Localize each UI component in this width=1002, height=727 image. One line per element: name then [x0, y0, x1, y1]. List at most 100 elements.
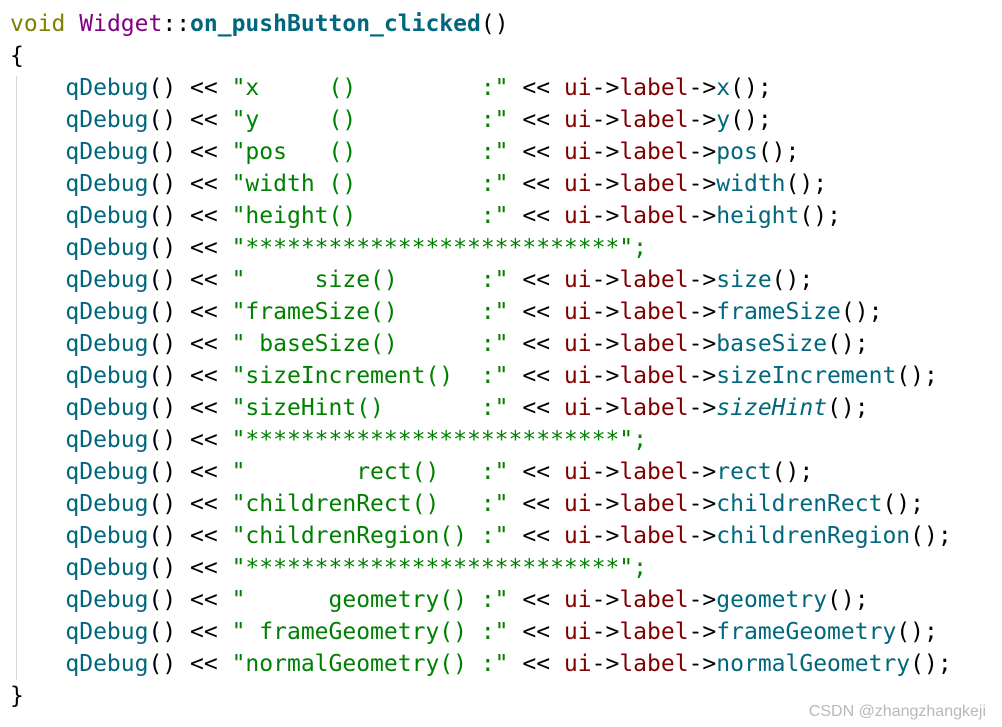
label-member: label	[619, 619, 689, 645]
label-member: label	[619, 523, 689, 549]
arrow-operator: ->	[591, 491, 620, 517]
stream-operator: <<	[508, 619, 564, 645]
label-member: label	[619, 363, 689, 389]
code-statement-line[interactable]: qDebug() << "***************************…	[10, 232, 647, 264]
punctuation: ::	[162, 11, 191, 37]
string-literal: " geometry() :"	[231, 587, 509, 613]
code-statement-line[interactable]: qDebug() << "childrenRegion() :" << ui->…	[10, 520, 951, 552]
method-name: height	[716, 203, 800, 229]
call-suffix: ();	[827, 587, 869, 613]
stream-operator: <<	[176, 363, 232, 389]
ui-member: ui	[563, 267, 592, 293]
label-member: label	[619, 267, 689, 293]
arrow-operator: ->	[688, 331, 717, 357]
code-statement-line[interactable]: qDebug() << "x () :" << ui->label->x();	[10, 72, 772, 104]
arrow-operator: ->	[591, 523, 620, 549]
method-name: baseSize	[716, 331, 828, 357]
code-statement-line[interactable]: qDebug() << " baseSize() :" << ui->label…	[10, 328, 868, 360]
method-name: pos	[716, 139, 758, 165]
code-statement-line[interactable]: qDebug() << "frameSize() :" << ui->label…	[10, 296, 882, 328]
indent-space	[10, 267, 65, 293]
indent-space	[10, 459, 65, 485]
call-parens: ()	[148, 139, 177, 165]
code-statement-line[interactable]: qDebug() << " geometry() :" << ui->label…	[10, 584, 869, 616]
label-member: label	[619, 171, 689, 197]
indent-space	[10, 555, 65, 581]
stream-operator: <<	[176, 171, 232, 197]
code-statement-line[interactable]: qDebug() << "normalGeometry() :" << ui->…	[10, 648, 951, 680]
code-statement-line[interactable]: qDebug() << "***************************…	[10, 552, 647, 584]
label-member: label	[619, 331, 689, 357]
stream-operator: <<	[176, 235, 232, 261]
label-member: label	[619, 75, 689, 101]
arrow-operator: ->	[688, 75, 717, 101]
arrow-operator: ->	[591, 331, 620, 357]
stream-operator: <<	[508, 459, 564, 485]
call-suffix: ();	[827, 395, 869, 421]
code-statement-line[interactable]: qDebug() << "childrenRect() :" << ui->la…	[10, 488, 924, 520]
stream-operator: <<	[508, 587, 564, 613]
function-signature-line[interactable]: void Widget::on_pushButton_clicked()	[10, 8, 509, 40]
arrow-operator: ->	[688, 299, 717, 325]
label-member: label	[619, 395, 689, 421]
indent-space	[10, 651, 65, 677]
indent-guide	[16, 76, 17, 680]
call-parens: ()	[148, 427, 177, 453]
close-brace-line[interactable]: }	[10, 680, 24, 712]
open-brace-line[interactable]: {	[10, 40, 24, 72]
arrow-operator: ->	[591, 651, 620, 677]
string-literal: " rect() :"	[231, 459, 509, 485]
code-statement-line[interactable]: qDebug() << "pos () :" << ui->label->pos…	[10, 136, 799, 168]
qdebug-call: qDebug	[65, 139, 149, 165]
call-parens: ()	[148, 523, 177, 549]
label-member: label	[619, 299, 689, 325]
code-statement-line[interactable]: qDebug() << " frameGeometry() :" << ui->…	[10, 616, 937, 648]
qdebug-call: qDebug	[65, 331, 149, 357]
call-parens: ()	[148, 107, 177, 133]
call-parens: ()	[148, 203, 177, 229]
call-suffix: ();	[896, 363, 938, 389]
qdebug-call: qDebug	[65, 267, 149, 293]
call-suffix: ();	[730, 75, 772, 101]
stream-operator: <<	[508, 267, 564, 293]
ui-member: ui	[563, 491, 592, 517]
call-parens: ()	[148, 267, 177, 293]
code-statement-line[interactable]: qDebug() << "sizeHint() :" << ui->label-…	[10, 392, 869, 424]
indent-space	[10, 491, 65, 517]
label-member: label	[619, 459, 689, 485]
call-suffix: ();	[730, 107, 772, 133]
string-literal: " frameGeometry() :"	[231, 619, 509, 645]
arrow-operator: ->	[688, 203, 717, 229]
ui-member: ui	[563, 331, 592, 357]
qdebug-call: qDebug	[65, 491, 149, 517]
string-literal: "sizeIncrement() :"	[231, 363, 509, 389]
arrow-operator: ->	[688, 267, 717, 293]
call-suffix: ();	[771, 459, 814, 485]
stream-operator: <<	[508, 107, 564, 133]
stream-operator: <<	[176, 139, 232, 165]
call-parens: ()	[148, 75, 177, 101]
code-statement-line[interactable]: qDebug() << "width () :" << ui->label->w…	[10, 168, 827, 200]
code-statement-line[interactable]: qDebug() << "height() :" << ui->label->h…	[10, 200, 841, 232]
stream-operator: <<	[176, 107, 232, 133]
keyword-void: void	[10, 11, 66, 37]
call-parens: ()	[148, 651, 177, 677]
stream-operator: <<	[508, 651, 564, 677]
qdebug-call: qDebug	[65, 523, 149, 549]
call-suffix: ();	[757, 139, 800, 165]
indent-space	[10, 427, 65, 453]
method-name: sizeHint	[716, 395, 828, 421]
code-statement-line[interactable]: qDebug() << "y () :" << ui->label->y();	[10, 104, 772, 136]
call-suffix: ();	[799, 203, 841, 229]
stream-operator: <<	[508, 395, 564, 421]
code-statement-line[interactable]: qDebug() << " size() :" << ui->label->si…	[10, 264, 813, 296]
method-name: rect	[716, 459, 772, 485]
label-member: label	[619, 107, 689, 133]
code-statement-line[interactable]: qDebug() << " rect() :" << ui->label->re…	[10, 456, 813, 488]
code-statement-line[interactable]: qDebug() << "***************************…	[10, 424, 647, 456]
arrow-operator: ->	[688, 523, 717, 549]
stream-operator: <<	[176, 395, 232, 421]
code-statement-line[interactable]: qDebug() << "sizeIncrement() :" << ui->l…	[10, 360, 938, 392]
arrow-operator: ->	[591, 587, 620, 613]
